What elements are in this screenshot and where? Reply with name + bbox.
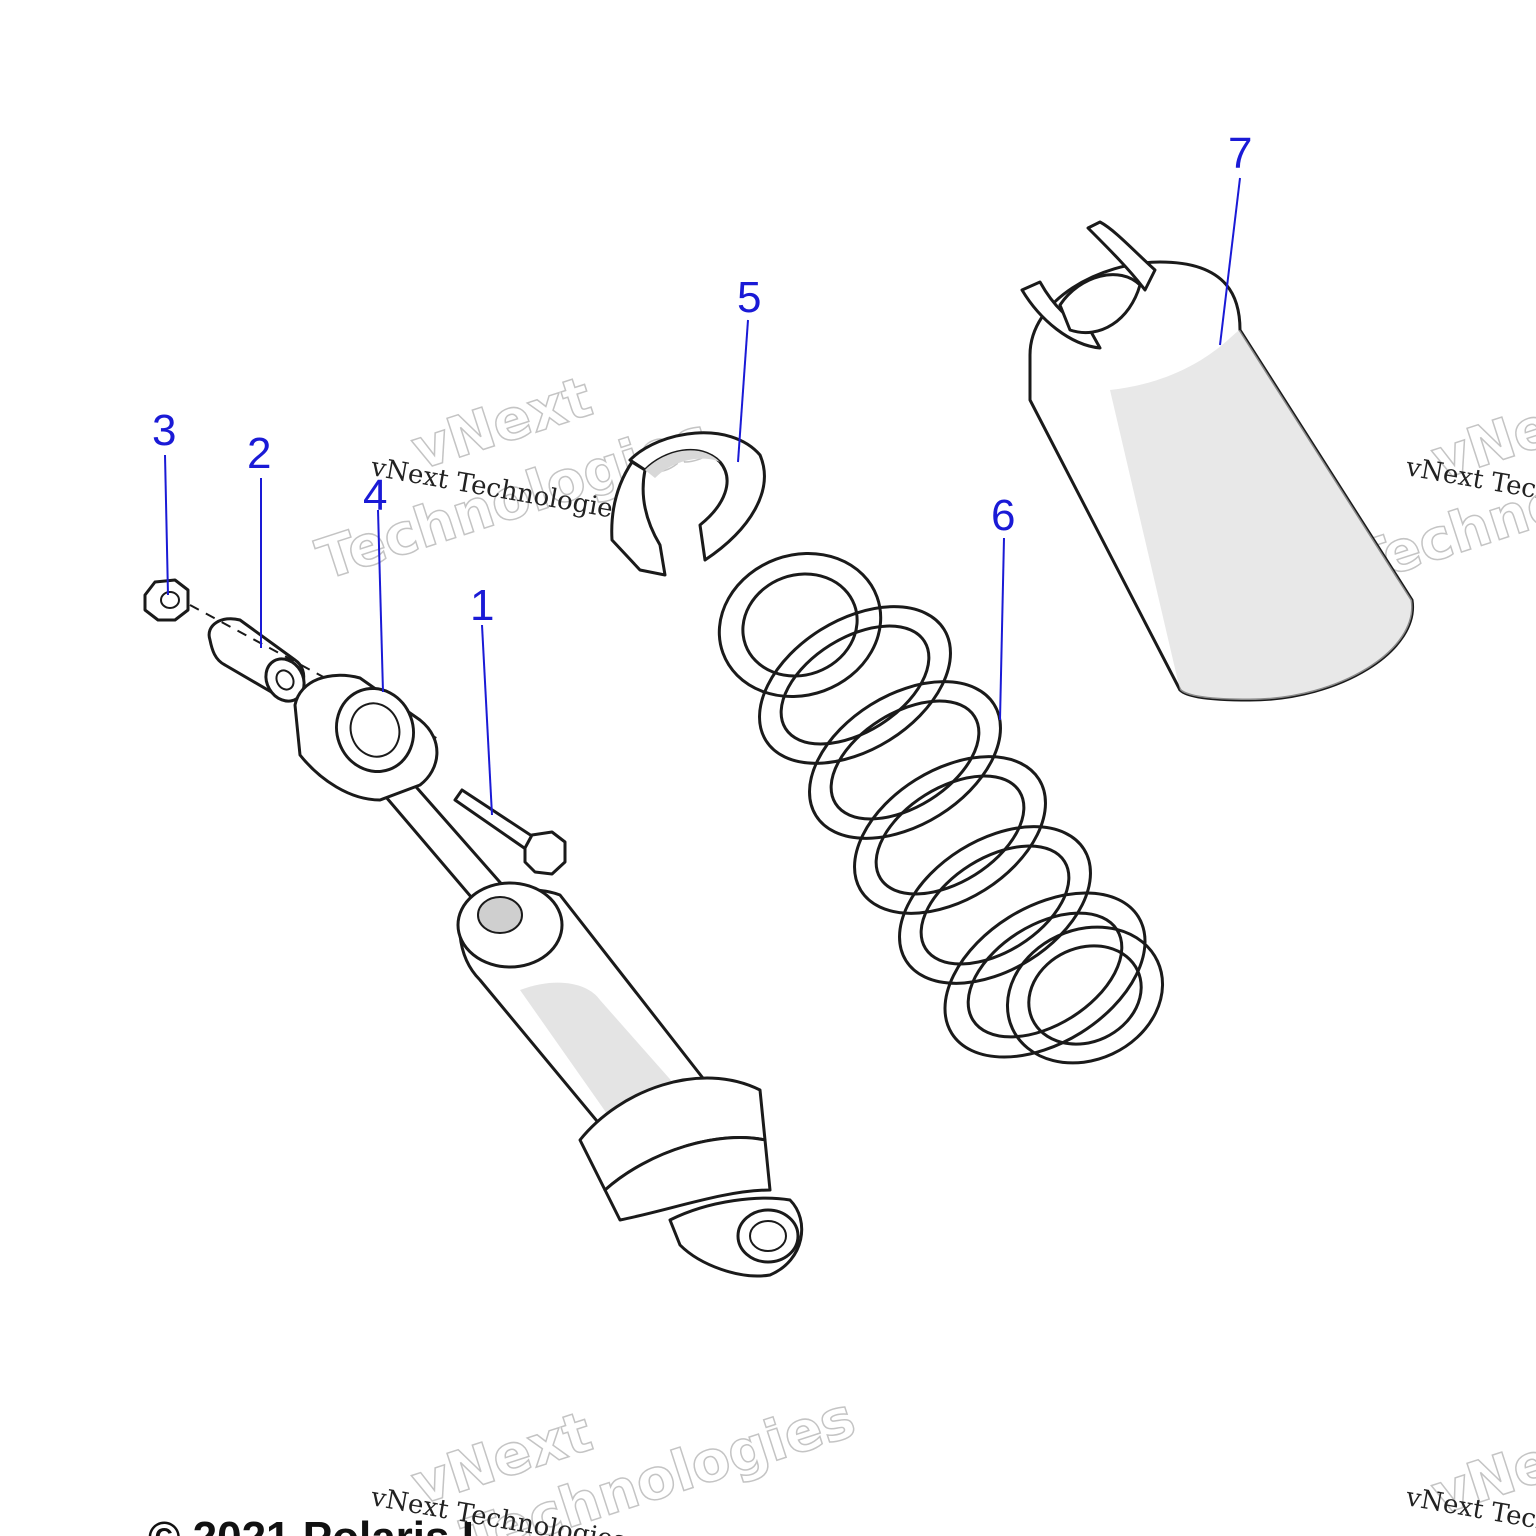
callout-5: 5 [737, 273, 761, 322]
part-7-shock-boot [1020, 220, 1414, 702]
callout-3: 3 [152, 406, 176, 455]
callout-4: 4 [363, 471, 387, 520]
callout-2: 2 [247, 429, 271, 478]
callout-1: 1 [470, 581, 494, 630]
callout-labels: 1 2 3 4 5 6 7 [152, 129, 1252, 630]
leader-6 [999, 537, 1005, 721]
copyright-text: © 2021 Polaris I [148, 1513, 474, 1536]
leader-5 [737, 319, 749, 463]
callout-leaders [164, 177, 1241, 816]
leader-7 [1219, 177, 1241, 346]
leader-1 [481, 624, 493, 816]
part-5-spring-retainer [610, 431, 766, 577]
part-3-nut [143, 578, 190, 622]
part-6-coil-spring [717, 551, 1165, 1065]
leader-4 [377, 509, 384, 693]
watermark-lower-right: vNext vNext Technologies [1403, 1409, 1536, 1536]
leader-3 [164, 454, 169, 596]
part-1-bolt [453, 788, 567, 876]
callout-7: 7 [1228, 129, 1252, 178]
part-4-shock-absorber [293, 673, 804, 1278]
part-2-spacer [207, 617, 306, 703]
callout-6: 6 [991, 491, 1015, 540]
